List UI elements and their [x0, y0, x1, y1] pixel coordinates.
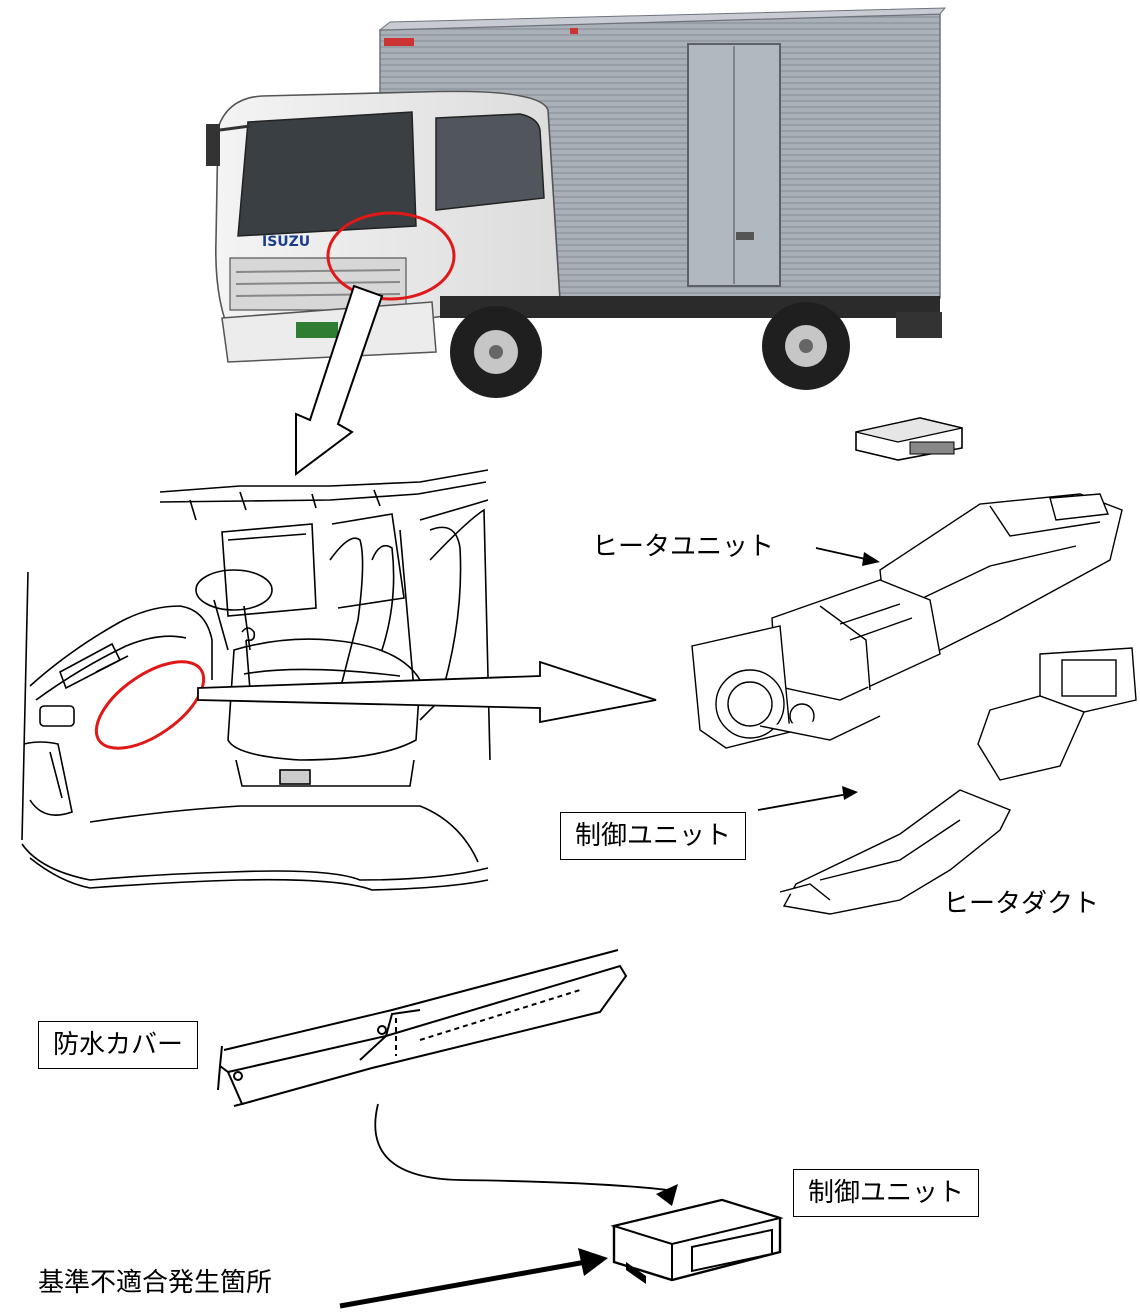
cab-highlight-circle	[94, 660, 206, 750]
zoom-arrow-down	[295, 284, 384, 476]
front-wheel	[450, 306, 542, 398]
windshield	[237, 111, 417, 237]
zoom-arrow-right	[197, 660, 657, 724]
waterproof-cover-label: 防水カバー	[38, 1021, 199, 1069]
heater-unit-drawing	[691, 493, 1137, 915]
control-unit-label-top: 制御ユニット	[560, 812, 747, 860]
heater-unit-pointer	[815, 547, 880, 566]
control-unit-pointer-1	[757, 786, 858, 811]
rear-wheel	[762, 302, 850, 390]
truck-illustration: ISUZU	[206, 7, 947, 398]
truck-highlight-circle	[326, 211, 456, 301]
heater-duct-label: ヒータダクト	[943, 889, 1100, 919]
control-unit-large	[610, 1198, 784, 1284]
control-unit-label-bottom: 制御ユニット	[793, 1169, 980, 1217]
heater-unit-label: ヒータユニット	[592, 532, 775, 562]
truck-badge: ISUZU	[262, 234, 310, 250]
defect-pointer-arrow	[339, 1248, 608, 1309]
defect-location-label: 基準不適合発生箇所	[38, 1268, 273, 1298]
cover-to-unit-arrow	[374, 1103, 678, 1206]
control-unit-small	[855, 417, 963, 461]
waterproof-cover-drawing	[217, 949, 628, 1107]
cab-interior-drawing	[21, 469, 491, 891]
